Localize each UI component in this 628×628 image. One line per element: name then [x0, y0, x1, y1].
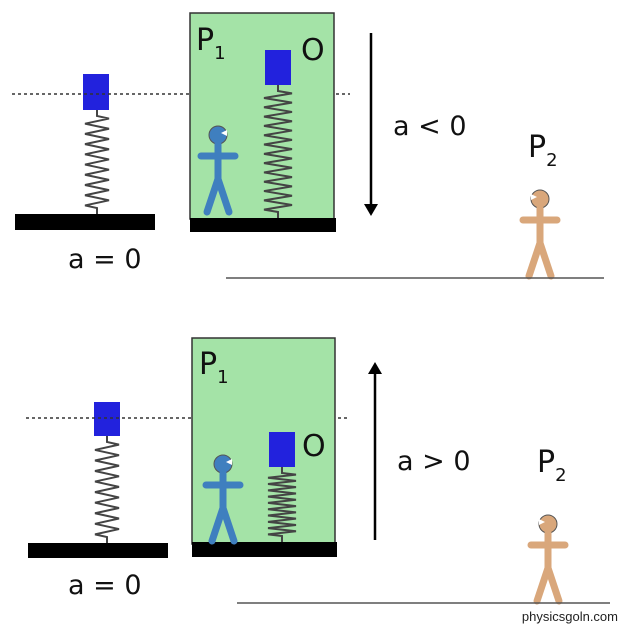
person-part [539, 519, 545, 525]
top-panel: P1 O a < 0 P2 a = 0 [12, 12, 604, 280]
observer-p2-label: P2 [528, 130, 558, 171]
rest-caption: a = 0 [68, 570, 142, 601]
observer-p2-label: P2 [537, 445, 567, 486]
block-icon [269, 432, 295, 467]
elevator-floor [190, 218, 336, 232]
rest-base [15, 214, 155, 230]
person-icon [202, 454, 244, 545]
block-icon [94, 402, 120, 436]
person-icon [519, 189, 561, 280]
rest-spring-assembly [15, 74, 155, 230]
person-part [226, 459, 232, 465]
source-credit: physicsgoln.com [521, 609, 618, 624]
person-part [544, 564, 563, 605]
spring-icon [84, 110, 110, 214]
person-part [536, 239, 555, 280]
person-icon [197, 125, 239, 216]
person-part [214, 175, 233, 216]
person-part [531, 194, 537, 200]
block-icon [83, 74, 109, 110]
up-acceleration-label: a > 0 [397, 446, 471, 477]
spring-icon [263, 85, 293, 218]
bottom-panel: P1 O a > 0 P2 a = 0 [26, 337, 610, 605]
elevator-floor [192, 542, 337, 557]
elevator-box: P1 O [189, 12, 336, 232]
observer-p1-label: P1 [196, 23, 226, 64]
block-o-label: O [302, 429, 326, 464]
elevator-cabin [191, 337, 336, 545]
rest-base [28, 543, 168, 558]
person-icon [527, 514, 569, 605]
rest-spring-assembly [28, 402, 168, 558]
spring-icon [267, 467, 297, 542]
rest-caption: a = 0 [68, 244, 142, 275]
block-o-label: O [301, 33, 325, 68]
spring-icon [94, 436, 120, 543]
down-acceleration-label: a < 0 [393, 111, 467, 142]
block-icon [265, 50, 291, 85]
person-part [221, 130, 227, 136]
person-part [219, 504, 238, 545]
observer-p1-label: P1 [199, 347, 229, 388]
elevator-box: P1 O [191, 337, 337, 557]
